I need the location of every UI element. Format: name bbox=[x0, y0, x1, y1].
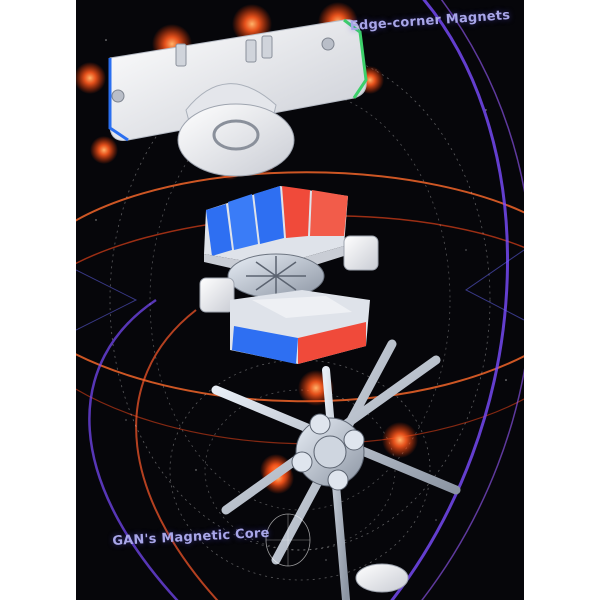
exploded-cube-artwork bbox=[76, 0, 524, 600]
magnetic-field-lines bbox=[76, 0, 524, 600]
product-illustration: Edge-corner Magnets GAN's Magnetic Core bbox=[76, 0, 524, 600]
cube-part-icon bbox=[230, 290, 370, 364]
magnetic-core-icon bbox=[211, 339, 461, 600]
cube-part-icon bbox=[108, 18, 368, 177]
cube-part-icon bbox=[204, 186, 348, 278]
cube-part-icon bbox=[199, 235, 379, 313]
